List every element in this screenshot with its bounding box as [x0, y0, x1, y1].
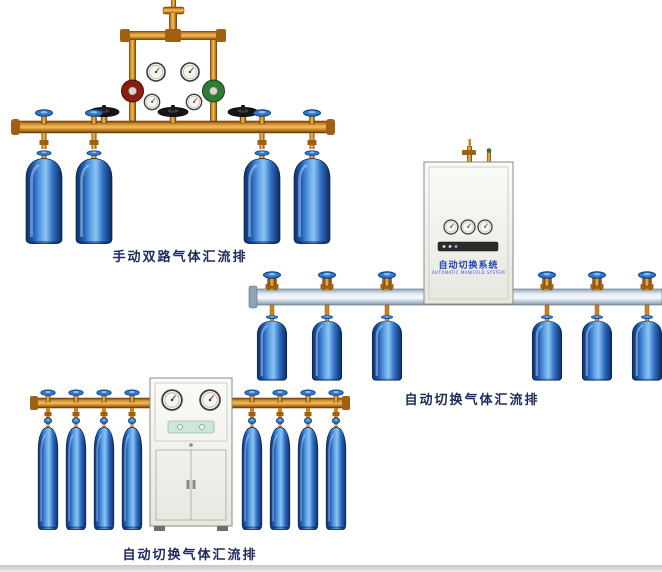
valve-handwheel-icon — [538, 271, 556, 287]
gas-cylinder-icon — [311, 314, 343, 382]
valve-handwheel-icon — [588, 271, 606, 287]
pressure-gauge-icon — [180, 62, 200, 82]
control-cabinet — [423, 139, 514, 305]
gas-cylinder-icon — [120, 416, 144, 532]
gas-cylinder-icon — [324, 416, 348, 532]
cylinders — [256, 314, 662, 382]
gas-cylinder-icon — [74, 149, 114, 245]
gas-cylinder-icon — [531, 314, 563, 382]
valve-handwheel-icon — [263, 271, 281, 287]
gas-cylinder-icon — [296, 416, 320, 532]
cylinder-drop-pipes — [44, 408, 340, 419]
pressure-gauge-icon — [185, 93, 203, 111]
pressure-gauge-icon — [146, 62, 166, 82]
gas-cylinder-icon — [292, 149, 332, 245]
product-label-auto-switch-floor: 自动切换气体汇流排 — [122, 548, 258, 563]
pressure-gauge-icon — [143, 93, 161, 111]
indicator-strip — [437, 241, 499, 252]
gas-cylinder-icon — [64, 416, 88, 532]
gas-cylinder-icon — [371, 314, 403, 382]
auto-switch-rail-illustration — [248, 139, 662, 382]
pressure-gauge-icon — [443, 219, 459, 235]
cabinet-subtitle-text: AUTOMATIC MANIFOLD SYSTEM — [431, 270, 506, 275]
gas-cylinder-icon — [240, 416, 264, 532]
valve-handwheel-icon — [638, 271, 656, 287]
valve-handwheel-icon — [378, 271, 396, 287]
pressure-gauge-icon — [460, 219, 476, 235]
product-label-auto-switch-rail: 自动切换气体汇流排 — [404, 393, 540, 408]
gas-cylinder-icon — [242, 149, 282, 245]
footer-strip — [0, 565, 662, 572]
floor-cabinet — [149, 377, 233, 531]
gas-cylinder-icon — [36, 416, 60, 532]
cylinder-drop-pipes — [39, 133, 317, 149]
product-label-manual-dual-manifold: 手动双路气体汇流排 — [112, 250, 248, 265]
manual-dual-manifold-illustration — [11, 0, 335, 245]
black-valve-handwheel-icon — [157, 104, 189, 124]
auto-switch-floor-illustration — [30, 377, 350, 532]
gas-cylinder-icon — [631, 314, 662, 382]
gas-cylinder-icon — [92, 416, 116, 532]
valve-handwheel-icon — [318, 271, 336, 287]
regulators — [121, 79, 225, 103]
control-panel-plate — [167, 420, 215, 434]
header-pipes — [120, 0, 226, 122]
pressure-gauge-icon — [161, 389, 183, 411]
pressure-gauge-icon — [477, 219, 493, 235]
gas-cylinder-icon — [268, 416, 292, 532]
cylinders — [24, 149, 332, 245]
rail-valves — [263, 271, 656, 291]
gas-cylinder-icon — [24, 149, 64, 245]
gas-cylinder-icon — [581, 314, 613, 382]
pigtail-connectors — [269, 304, 650, 318]
regulator-gauges — [143, 62, 203, 111]
pressure-gauge-icon — [199, 389, 221, 411]
cabinet-title-text: 自动切换系统 — [438, 261, 499, 271]
gas-cylinder-icon — [256, 314, 288, 382]
